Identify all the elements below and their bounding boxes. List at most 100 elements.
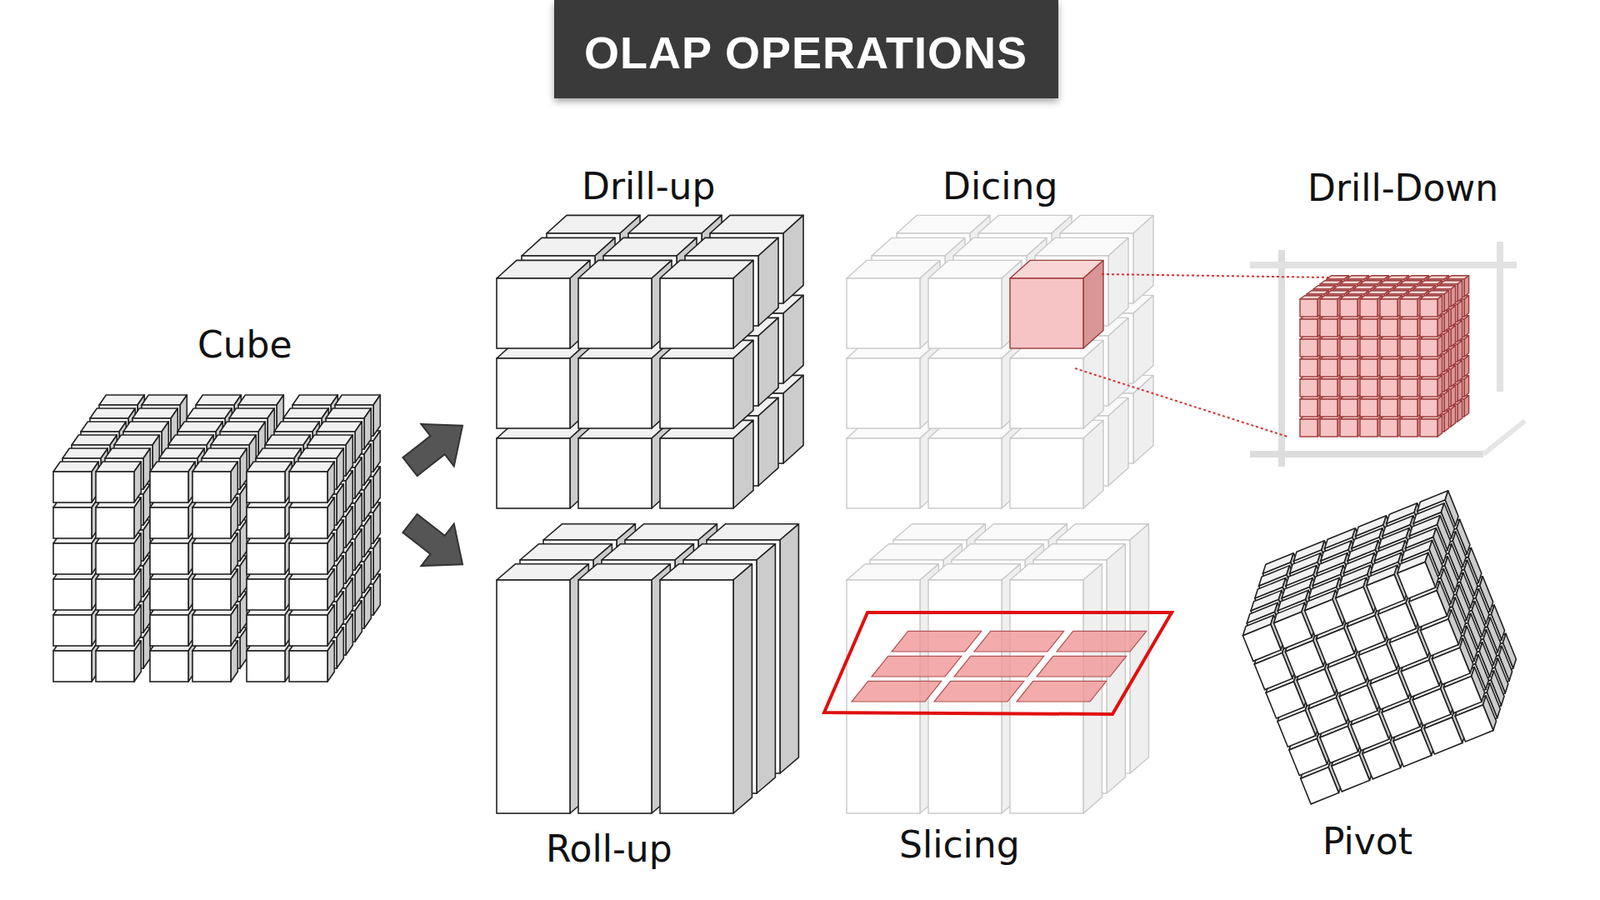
cube-top: [201, 448, 247, 459]
cube-top: [141, 395, 187, 405]
cube-side: [1444, 370, 1450, 392]
cell-cube: [53, 640, 99, 682]
cube-side: [240, 627, 247, 669]
cube-side: [1464, 335, 1470, 357]
faded-edge: [1483, 420, 1525, 455]
cube-side: [1464, 275, 1470, 297]
slice-tile: [1056, 630, 1147, 652]
cell-cube: [1010, 340, 1104, 429]
roll-up-pillars: [496, 524, 799, 814]
cube-front: [192, 579, 231, 610]
cube-front: [150, 615, 189, 646]
slice-tile: [1036, 655, 1127, 677]
cube-side: [336, 555, 344, 597]
cube-top: [255, 448, 301, 459]
block-arrow: [393, 502, 479, 586]
cube-side: [1450, 325, 1456, 347]
cube-front: [95, 507, 135, 539]
cube-front: [289, 543, 328, 575]
cube-side: [134, 533, 141, 575]
cube-side: [1457, 320, 1463, 342]
cube-top: [71, 435, 117, 445]
cube-front: [289, 507, 328, 539]
cube-front: [150, 543, 189, 575]
cell-cube: [1400, 415, 1423, 437]
cube-front: [95, 615, 135, 646]
cube-front: [660, 278, 734, 349]
cube-top: [114, 435, 160, 445]
cube-front: [95, 650, 135, 682]
cube-side: [1133, 375, 1154, 464]
cube-top: [316, 421, 362, 432]
cell-cube: [496, 420, 590, 509]
cube-side: [1450, 365, 1456, 387]
cube-front: [192, 543, 231, 575]
cube-top: [210, 435, 256, 445]
cube-side: [1444, 310, 1450, 332]
cell-cube: [95, 497, 141, 539]
cube-side: [240, 484, 247, 525]
cell-cube: [289, 569, 335, 610]
cube-top: [307, 435, 353, 445]
cube-side: [134, 605, 141, 646]
cube-side: [373, 466, 380, 508]
cube-front: [192, 650, 231, 682]
cube-front: [246, 471, 285, 503]
cube-top: [192, 461, 238, 472]
cube-side: [1444, 330, 1450, 352]
cube-front: [53, 471, 92, 503]
cube-side: [134, 497, 141, 539]
cube-front: [95, 471, 135, 503]
cube-front: [246, 579, 285, 610]
cube-side: [134, 569, 141, 610]
cell-cube: [246, 640, 292, 682]
cell-cube: [150, 533, 195, 575]
cell-cube: [1320, 415, 1343, 437]
cube-side: [1444, 350, 1450, 372]
cube-top: [53, 461, 99, 472]
cube-side: [327, 533, 335, 575]
cell-cube: [95, 461, 141, 503]
cube-side: [1450, 285, 1456, 307]
cube-side: [758, 397, 779, 486]
cube-side: [327, 605, 335, 646]
cube-side: [364, 408, 371, 450]
cell-cube: [1360, 415, 1383, 437]
cube-top: [132, 408, 178, 419]
cube-side: [143, 448, 150, 490]
cell-cube: [53, 497, 99, 539]
cube-front: [846, 278, 920, 349]
cell-cube: [289, 605, 335, 646]
cube-side: [1464, 355, 1470, 377]
cell-cube: [246, 569, 292, 610]
cube-side: [355, 493, 362, 535]
cube-top: [274, 421, 320, 432]
cube-front: [289, 650, 328, 682]
cube-side: [373, 395, 380, 436]
cube-front: [496, 358, 570, 429]
cube-side: [1083, 260, 1104, 349]
cube-side: [230, 461, 238, 503]
cube-side: [733, 260, 754, 349]
cell-cube: [496, 340, 590, 429]
cell-cube: [246, 533, 292, 575]
cube-side: [345, 506, 353, 548]
cube-side: [783, 215, 804, 304]
cell-cube: [1420, 415, 1443, 437]
cube-side: [134, 640, 141, 682]
cube-front: [246, 507, 285, 539]
cube-side: [345, 614, 353, 655]
data-cube: [53, 395, 380, 682]
cube-top: [298, 448, 344, 459]
cube-side: [364, 480, 371, 521]
cell-cube: [660, 260, 754, 349]
cube-side: [733, 420, 754, 509]
cube-front: [846, 438, 920, 509]
slice-tile: [871, 655, 962, 677]
cell-cube: [150, 461, 195, 503]
cell-cube: [53, 605, 99, 646]
cube-front: [496, 278, 570, 349]
cube-front: [150, 579, 189, 610]
cube-front: [289, 579, 328, 610]
cube-top: [195, 395, 241, 405]
